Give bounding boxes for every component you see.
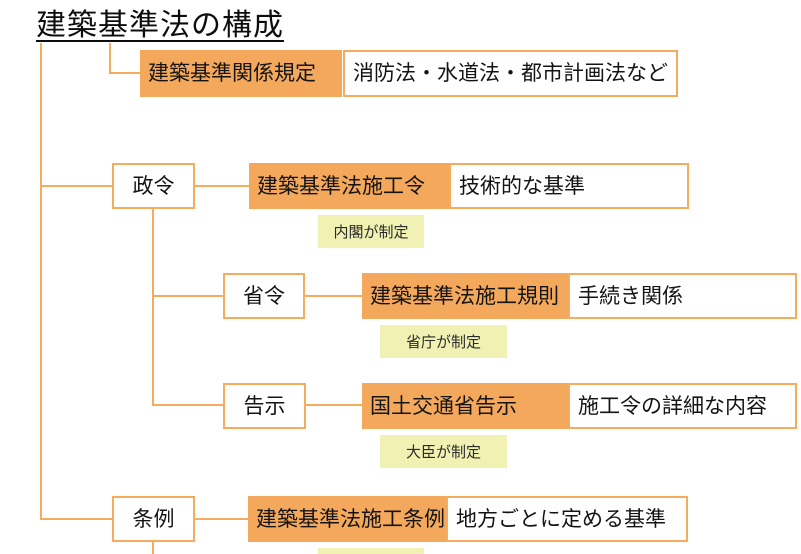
box-shorei-desc: 手続き関係 — [568, 273, 797, 319]
box-kokuji-desc: 施工令の詳細な内容 — [568, 383, 797, 429]
connector-trunk-seirei — [152, 209, 154, 406]
note-kokuji: 大臣が制定 — [380, 435, 507, 468]
connector-row1-horizontal — [109, 72, 141, 74]
shorei-note-text: 省庁が制定 — [405, 334, 481, 351]
box-jorei-desc: 地方ごとに定める基準 — [446, 496, 688, 542]
note-shorei: 省庁が制定 — [380, 325, 507, 358]
box-kankei-kitei-name: 建築基準関係規定 — [140, 50, 342, 97]
box-kokuji-label: 告示 — [223, 383, 306, 429]
connector-row5-right — [194, 518, 248, 520]
shorei-desc-text: 手続き関係 — [578, 284, 683, 308]
jorei-label-text: 条例 — [132, 507, 175, 531]
connector-trunk-main — [40, 43, 42, 520]
box-shorei-label: 省令 — [223, 273, 305, 319]
seirei-label-text: 政令 — [132, 174, 175, 198]
kokuji-note-text: 大臣が制定 — [405, 444, 481, 461]
connector-row1-vertical — [109, 43, 111, 74]
box-seirei-label: 政令 — [112, 163, 195, 209]
connector-row3-right — [305, 295, 362, 297]
page-title: 建築基準法の構成 — [36, 9, 284, 42]
box-seirei-desc: 技術的な基準 — [449, 163, 689, 209]
box-jorei-name: 建築基準法施工条例 — [248, 496, 446, 542]
connector-row4-left — [152, 404, 223, 406]
box-jorei-label: 条例 — [112, 496, 195, 542]
seirei-name-text: 建築基準法施工令 — [257, 174, 425, 198]
jorei-name-text: 建築基準法施工条例 — [256, 507, 445, 531]
kokuji-label-text: 告示 — [243, 394, 286, 418]
connector-row4-right — [306, 404, 362, 406]
box-shorei-name: 建築基準法施工規則 — [362, 273, 568, 319]
connector-row3-left — [152, 295, 223, 297]
box-kokuji-name: 国土交通省告示 — [362, 383, 568, 429]
box-kankei-kitei-desc: 消防法・水道法・都市計画法など — [343, 50, 678, 97]
connector-row5-left — [40, 518, 112, 520]
shorei-label-text: 省令 — [243, 284, 285, 308]
kankei-kitei-name-text: 建築基準関係規定 — [148, 62, 316, 85]
jorei-desc-text: 地方ごとに定める基準 — [456, 507, 666, 531]
note-seirei: 内閣が制定 — [318, 215, 424, 248]
kokuji-name-text: 国土交通省告示 — [370, 394, 517, 418]
connector-row2-left — [40, 185, 112, 187]
kokuji-desc-text: 施工令の詳細な内容 — [578, 394, 767, 418]
note-jorei-partial — [318, 548, 424, 554]
seirei-desc-text: 技術的な基準 — [459, 174, 585, 198]
shorei-name-text: 建築基準法施工規則 — [370, 284, 559, 308]
connector-jorei-down — [152, 542, 154, 554]
connector-row2-right — [195, 185, 249, 187]
seirei-note-text: 内閣が制定 — [333, 224, 409, 241]
kankei-kitei-desc-text: 消防法・水道法・都市計画法など — [353, 62, 668, 85]
box-seirei-name: 建築基準法施工令 — [249, 163, 449, 209]
